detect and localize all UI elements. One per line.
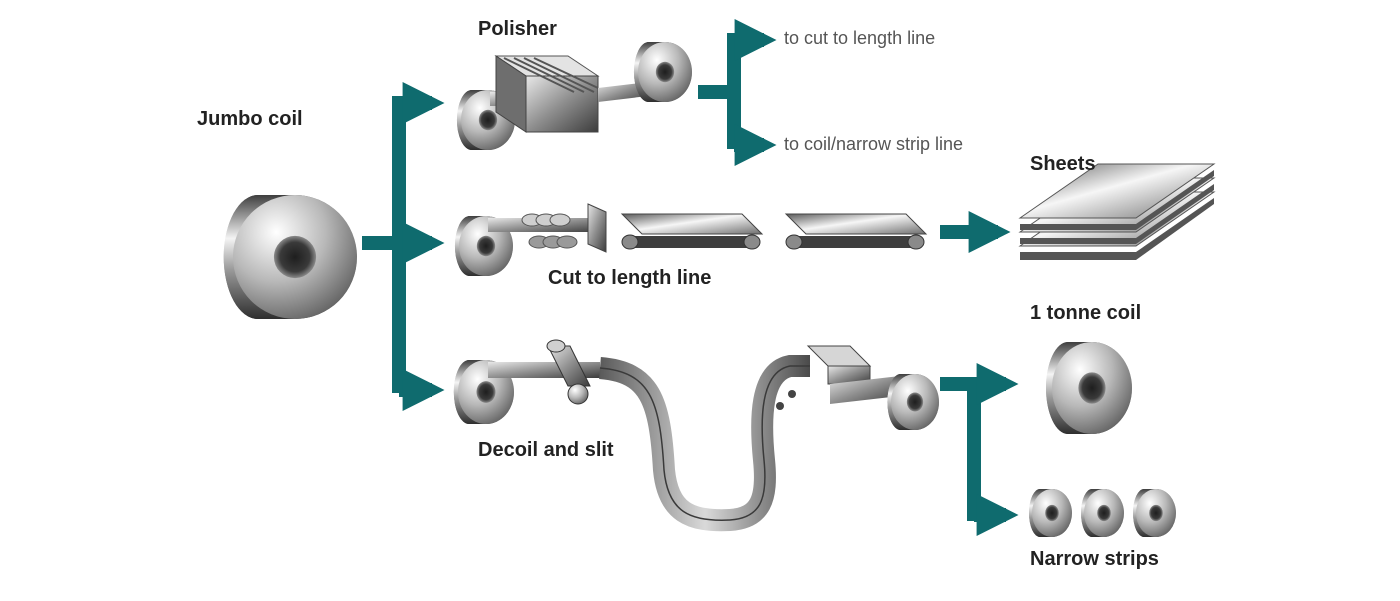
coil-icon <box>1029 489 1072 537</box>
label-sheets: Sheets <box>1030 153 1096 175</box>
main-branch-arrows <box>362 82 445 411</box>
label-one-tonne-coil: 1 tonne coil <box>1030 302 1141 324</box>
narrow-strips <box>1029 489 1176 537</box>
coil-icon <box>633 42 692 102</box>
decoil-slit-line <box>453 339 939 532</box>
label-polisher: Polisher <box>478 18 557 40</box>
strip-icon <box>598 82 648 102</box>
label-to-cut-to-length-line: to cut to length line <box>784 28 935 48</box>
shear-icon <box>587 203 607 253</box>
conveyor-icon <box>620 213 764 250</box>
leveler-rolls-icon <box>521 213 578 249</box>
coil-icon <box>1133 489 1176 537</box>
strip-loop-icon <box>598 355 810 532</box>
label-decoil-and-slit: Decoil and slit <box>478 439 614 461</box>
conveyor-icon <box>784 213 928 250</box>
coil-icon <box>1081 489 1124 537</box>
polisher-line <box>456 42 692 150</box>
tonne-coil <box>1046 342 1132 434</box>
polisher-machine-icon <box>494 55 600 133</box>
slitter-icon <box>546 339 591 405</box>
jumbo-coil <box>223 195 358 319</box>
cut-to-length-line <box>454 203 1011 276</box>
coil-icon <box>1046 342 1132 434</box>
slit-output-arrows <box>940 363 1019 536</box>
recoiler-machine-icon <box>806 345 900 404</box>
label-cut-to-length-line: Cut to length line <box>548 267 711 289</box>
label-jumbo-coil: Jumbo coil <box>197 108 303 130</box>
label-narrow-strips: Narrow strips <box>1030 548 1159 570</box>
sheet-stack-icon <box>1018 163 1216 260</box>
label-to-coil-narrow-strip-line: to coil/narrow strip line <box>784 134 963 154</box>
polisher-output-arrows <box>698 19 777 166</box>
coil-icon <box>223 195 358 319</box>
coil-icon <box>887 374 939 430</box>
